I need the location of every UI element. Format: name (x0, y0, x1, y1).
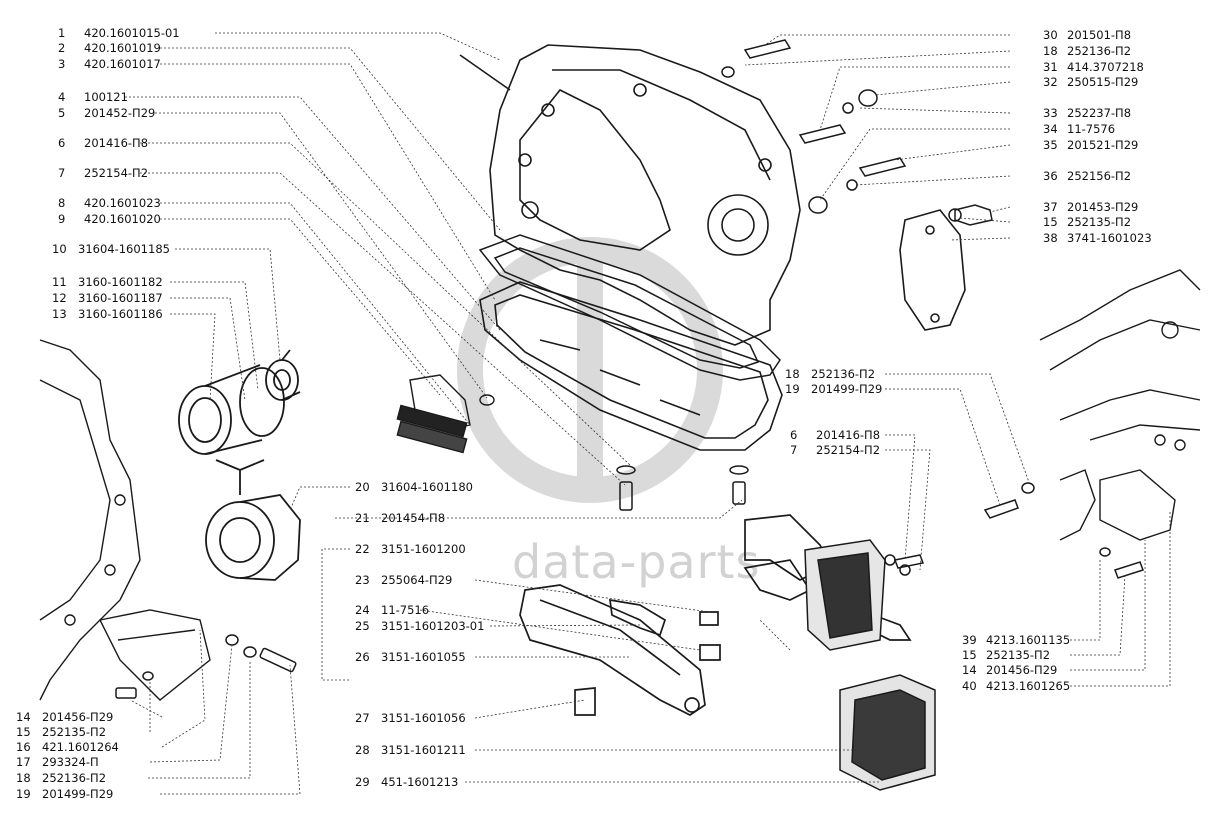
watermark-logo (457, 237, 723, 503)
clutch-fork (519, 584, 721, 716)
flywheel-housing (459, 44, 801, 346)
engine-block-right (1039, 269, 1201, 541)
bearing-housing (205, 459, 301, 581)
engine-block-left (39, 339, 211, 701)
seal-block (396, 374, 495, 454)
pan-bolts (616, 465, 749, 511)
leader-lines (125, 32, 1171, 795)
top-right-fasteners (721, 39, 993, 226)
side-cover-plate (899, 209, 966, 331)
watermark-text: data-parts (512, 535, 761, 589)
oil-pan (479, 281, 783, 451)
fork-cover-plate (804, 539, 911, 651)
dust-cover (839, 674, 936, 791)
release-bearing-assembly (178, 349, 301, 455)
right-bolts (893, 482, 1144, 579)
